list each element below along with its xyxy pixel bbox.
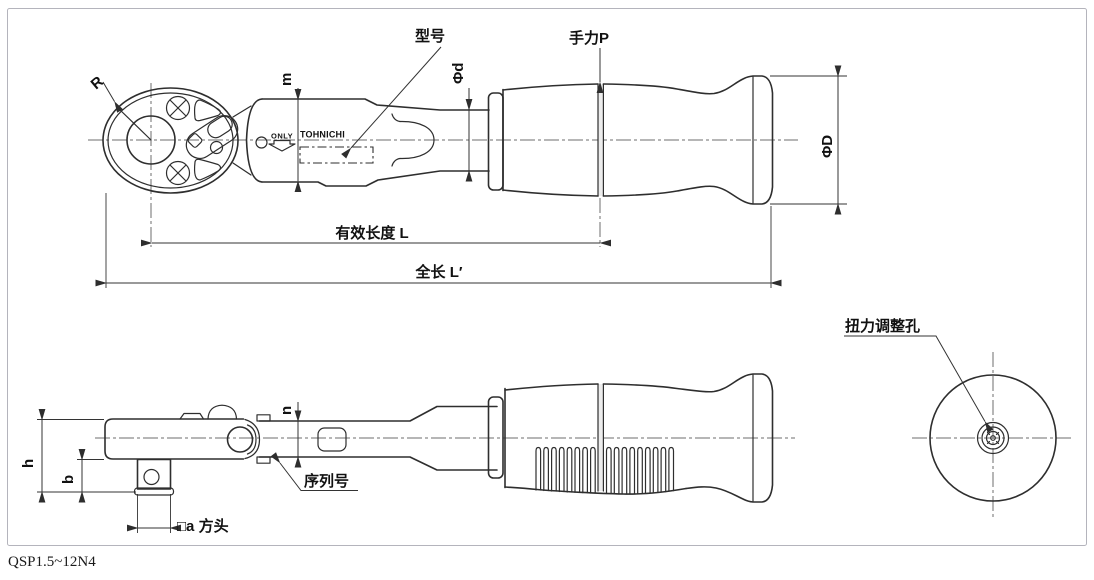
radius-annotation: R [88,73,124,113]
grip-ribs [535,446,675,495]
dimension-h: h [20,409,136,503]
clevis-outer-arc [244,418,261,460]
square-drive-tang [136,458,172,490]
dimension-overall-length: 全长 L′ [95,193,782,288]
dim-phi-d-label: Φd [450,63,467,84]
dimension-n: n [278,402,302,468]
fork-cutout [399,120,435,160]
figure-border [7,8,1087,546]
head-link-top [232,105,252,118]
effective-length-label: 有效长度 L [335,224,408,242]
handle-side-view [487,373,774,503]
hand-force-annotation: 手力P [569,29,609,93]
pawl-pad-top [193,99,222,122]
grip-split-band [598,84,604,196]
fork-cutout-tip-bottom [391,157,401,167]
dim-phi-D-label: ΦD [819,135,836,158]
pawl-pad-bottom [193,158,222,181]
handle-outline [502,189,599,197]
torque-adjusting-hole-label: 扭力调整孔 [845,317,920,335]
beam-pin-hole [255,136,268,149]
dim-n-label: n [278,406,295,415]
clevis-inner-arc [246,424,257,455]
dimension-b: b [60,449,104,503]
model-annotation: 型号 [341,27,445,159]
screw-icon [165,160,191,186]
socket-circle [126,115,176,165]
torque-adjusting-hole-annotation: 扭力调整孔 [844,317,994,433]
dimension-m: m [278,73,302,192]
selector-slot [185,115,239,159]
handle-ferrule [487,396,504,479]
overall-length-label: 全长 L′ [415,263,463,281]
head-link-bottom [232,162,252,176]
dimension-phi-D: ΦD [770,65,847,215]
pivot-joint [226,418,261,460]
direction-arrow-icon [268,139,296,152]
radius-line [115,105,152,141]
model-marking-area [299,146,374,164]
serial-number-label: 序列号 [304,472,349,490]
beam-top-edge [258,405,498,422]
serial-window [317,427,347,452]
head-top-detail [179,412,205,420]
head-inner-ellipse [107,92,234,189]
handle-outline [602,75,774,205]
top-view: ONLY TOHNICHI m Φd [88,27,847,288]
handle-outline [502,83,599,91]
handle-outline [602,373,774,503]
brand-logo: TOHNICHI [300,130,345,140]
dim-m-label: m [278,73,295,86]
head-pin-hole [209,140,224,155]
beam-body: ONLY TOHNICHI [245,98,490,187]
side-view: h b n □a 方头 序列号 [20,373,795,535]
head-block [104,404,245,460]
release-button [207,404,238,420]
beam-side [256,405,498,471]
detent-ball-hole [143,468,160,486]
handle-outline [504,383,599,391]
dimension-phi-d: Φd [450,63,473,182]
model-label: 型号 [415,27,445,45]
clip-tab-top [256,414,271,422]
dim-h-label: h [20,459,37,468]
selector-square [187,133,203,148]
screw-icon [165,95,191,121]
dimension-effective-length: 有效长度 L [141,224,611,247]
selector-lever [207,115,233,139]
handle-ferrule [487,92,504,191]
beam-bottom-edge [258,456,498,471]
figure-caption: QSP1.5~12N4 [8,554,96,570]
clip-tab-bottom [256,456,271,464]
beam-bottom-edge [261,170,490,187]
hand-force-label: 手力P [569,29,609,47]
head-block-outline [104,418,245,460]
dimension-square-drive: □a 方头 [127,494,229,535]
pivot-pin [226,426,254,453]
beam-left-cap [245,98,263,183]
beam-top-edge [261,98,490,111]
head-outer-ellipse [102,87,239,194]
grip-split-band [598,384,604,491]
handle-end-circle [929,374,1057,502]
dim-b-label: b [60,475,77,484]
square-drive-label: □a 方头 [177,517,229,535]
handle-top-view [487,75,774,205]
drive-tip [133,487,175,496]
ratchet-head [102,87,252,194]
fork-cutout-tip-top [391,113,401,123]
square-drive [133,458,175,496]
end-view: 扭力调整孔 [844,317,1074,520]
serial-number-annotation: 序列号 [270,452,358,491]
only-mark-label: ONLY [271,132,293,141]
